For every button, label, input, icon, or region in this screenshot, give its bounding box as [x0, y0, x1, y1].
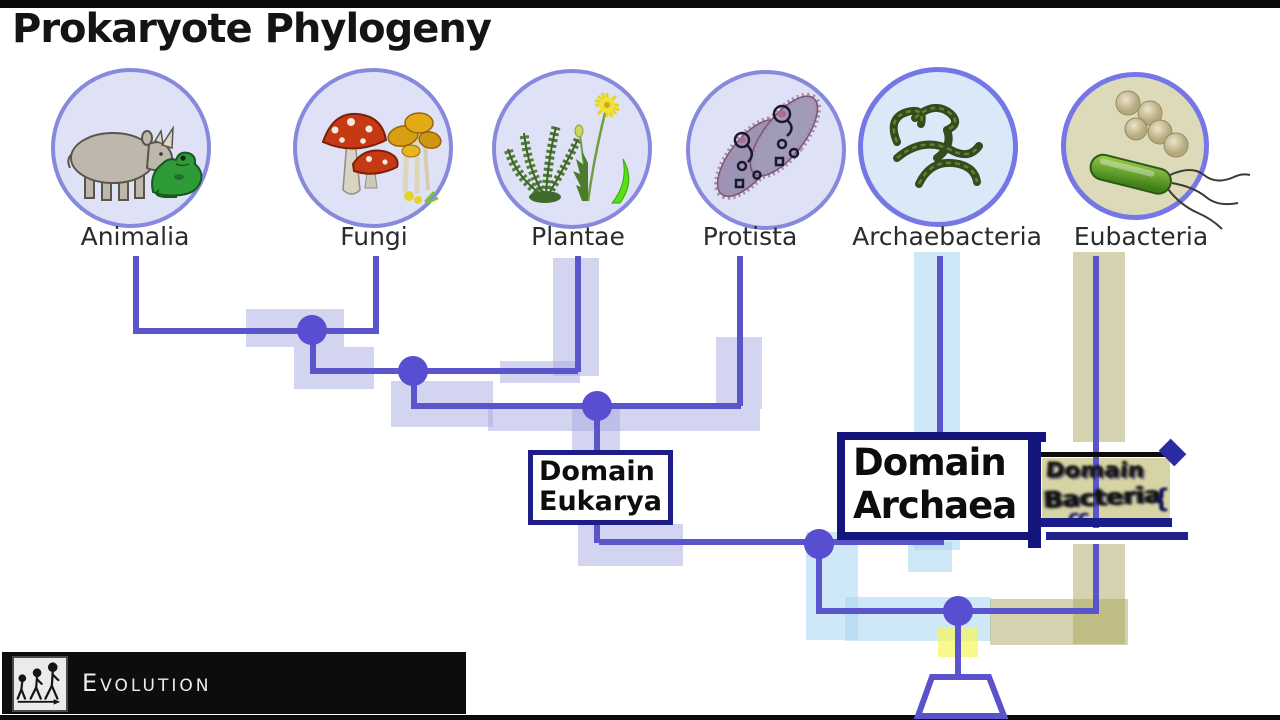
branch-archaebacteria-stem: [937, 256, 943, 544]
domain-eukarya-line1: Domain: [539, 456, 655, 487]
glitch-khaki-panel: [1042, 458, 1170, 520]
plantae-icon: [503, 92, 630, 204]
kingdom-label-protista: Protista: [702, 222, 798, 251]
node-animalia-fungi: [297, 315, 327, 345]
branch-plantae-stem: [575, 256, 581, 372]
domain-archaea-line2: Archaea: [853, 484, 1017, 528]
branch-connector: [594, 518, 600, 543]
archaebacteria-icon: [889, 104, 983, 188]
eubacteria-icon: [1089, 90, 1251, 230]
kingdom-circle-animalia: [51, 68, 211, 228]
brand-label: Evolution: [82, 669, 212, 697]
eukarya-trail-highlight: [488, 409, 760, 431]
kingdom-label-archaebacteria: Archaebacteria: [852, 222, 1042, 251]
branch-connector: [816, 544, 822, 614]
domain-bacteria-line1: Domain: [1045, 459, 1146, 483]
branch-fungi-stem: [373, 256, 379, 334]
glitch-top-line: [1040, 452, 1174, 457]
glitch-border-bar: [1046, 532, 1188, 540]
fungi-icon: [321, 112, 442, 205]
kingdom-circle-fungi: [293, 68, 453, 228]
kingdom-circle-eubacteria: [1061, 72, 1251, 230]
node-plantae-clade: [398, 356, 428, 386]
branch-connector: [594, 406, 600, 454]
archaea-trail-highlight: [908, 542, 952, 572]
domain-archaea-line1: Domain: [853, 441, 1007, 484]
kingdom-label-eubacteria: Eubacteria: [1073, 222, 1209, 251]
domain-archaea-box: Domain Archaea: [837, 432, 1046, 540]
glitch-fragment: {: [1152, 484, 1171, 514]
kingdom-circle-plantae: [492, 69, 652, 229]
letterbox-top: [0, 0, 1280, 8]
domain-eukarya-line2: Eukarya: [539, 486, 662, 518]
kingdom-label-animalia: Animalia: [80, 222, 190, 251]
branch-connector: [310, 330, 316, 374]
letterbox-bottom: [0, 715, 1280, 720]
tree-root-symbol: [913, 674, 1009, 719]
branch-root-stem: [955, 611, 961, 677]
branch-animalia-stem: [133, 256, 139, 334]
page-title: Prokaryote Phylogeny: [12, 6, 492, 52]
branch-animalia-fungi-join: [133, 328, 379, 334]
evolution-walkers-icon: [12, 656, 68, 712]
kingdom-circle-protista: [686, 70, 846, 230]
protista-icon: [714, 92, 821, 200]
branch-plantae-join: [310, 368, 578, 374]
domain-eukarya-box: Domain Eukarya: [528, 450, 673, 525]
animalia-icon: [67, 125, 203, 201]
node-root: [943, 596, 973, 626]
branch-eukarya-archaea-join: [599, 539, 944, 545]
glitch-border-bar: [1036, 518, 1172, 527]
branch-connector: [411, 371, 417, 409]
domain-bacteria-line2: Bacteria: [1043, 481, 1163, 514]
evolution-banner: Evolution: [2, 652, 466, 714]
kingdom-label-plantae: Plantae: [531, 222, 625, 251]
branch-protista-stem: [737, 256, 743, 406]
branch-eubacteria-stem: [1093, 256, 1099, 613]
branch-eubacteria-stem-overlay: [1093, 442, 1099, 528]
kingdom-label-fungi: Fungi: [340, 222, 408, 251]
branch-protista-join: [411, 403, 741, 409]
glitch-border-bar: [1028, 436, 1041, 548]
kingdom-circle-archaebacteria: [858, 67, 1018, 227]
node-eukarya: [582, 391, 612, 421]
node-eukarya-archaea: [804, 529, 834, 559]
